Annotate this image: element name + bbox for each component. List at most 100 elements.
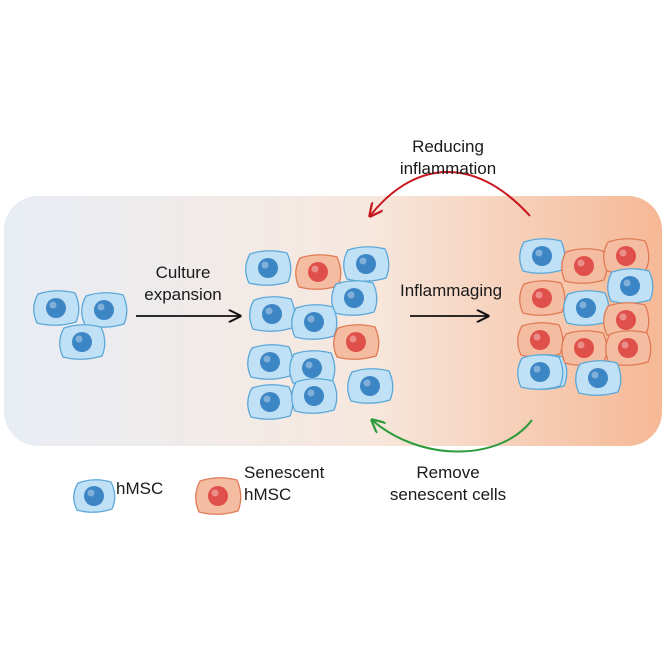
hmsc-nucleus [72, 332, 92, 352]
senescent-cell [603, 238, 650, 274]
group-inflammaging [517, 238, 654, 396]
hmsc-cell [347, 368, 394, 404]
nucleus-highlight [363, 379, 371, 387]
nucleus-highlight [261, 261, 269, 269]
senescent-nucleus [346, 332, 366, 352]
nucleus-highlight [347, 291, 355, 299]
reducing-label-line1: Reducing [412, 137, 484, 156]
senescent-cell [295, 254, 342, 290]
senescent-cell [603, 302, 650, 338]
senescent-nucleus [574, 338, 594, 358]
nucleus-highlight [265, 307, 273, 315]
inflammaging-label: Inflammaging [386, 280, 516, 302]
reducing-inflammation-arrow [370, 170, 531, 216]
hmsc-cell [291, 304, 338, 340]
inflammaging-label-text: Inflammaging [399, 281, 503, 300]
remove-senescent-label: Remove senescent cells [368, 462, 528, 506]
legend-senescent-label: Senescent hMSC [244, 462, 354, 506]
hmsc-cell [247, 344, 294, 380]
nucleus-highlight [577, 259, 585, 267]
legend-hmsc-cell-icon [73, 479, 116, 513]
nucleus-highlight [591, 371, 599, 379]
hmsc-nucleus [344, 288, 364, 308]
hmsc-nucleus [262, 304, 282, 324]
nucleus-highlight [621, 341, 629, 349]
reducing-inflammation-label: Reducing inflammation [378, 136, 518, 180]
culture-label-line2: expansion [144, 285, 222, 304]
hmsc-nucleus [258, 258, 278, 278]
group-expanded [245, 246, 394, 420]
senescent-nucleus [574, 256, 594, 276]
hmsc-nucleus [302, 358, 322, 378]
hmsc-cell [331, 280, 378, 316]
hmsc-cell [575, 360, 622, 396]
hmsc-nucleus [588, 368, 608, 388]
hmsc-nucleus [84, 486, 104, 506]
reducing-label-line2: inflammation [399, 159, 497, 178]
nucleus-highlight [307, 315, 315, 323]
legend-hmsc-label: hMSC [116, 478, 186, 500]
hmsc-nucleus [46, 298, 66, 318]
remove-label-line2: senescent cells [389, 485, 507, 504]
hmsc-nucleus [620, 276, 640, 296]
nucleus-highlight [623, 279, 631, 287]
nucleus-highlight [533, 365, 541, 373]
hmsc-nucleus [94, 300, 114, 320]
senescent-cell [333, 324, 380, 360]
hmsc-nucleus [576, 298, 596, 318]
nucleus-highlight [349, 335, 357, 343]
legend-hmsc-text: hMSC [116, 479, 164, 498]
nucleus-highlight [263, 355, 271, 363]
nucleus-highlight [535, 249, 543, 257]
senescent-nucleus [532, 288, 552, 308]
senescent-nucleus [618, 338, 638, 358]
hmsc-nucleus [360, 376, 380, 396]
nucleus-highlight [533, 333, 541, 341]
senescent-cell [561, 330, 608, 366]
hmsc-nucleus [530, 362, 550, 382]
senescent-nucleus [616, 246, 636, 266]
senescent-cell [517, 322, 564, 358]
senescent-cell [561, 248, 608, 284]
hmsc-cell [33, 290, 80, 326]
culture-expansion-label: Culture expansion [128, 262, 238, 306]
remove-senescent-arrow [372, 420, 533, 453]
hmsc-cell [247, 384, 294, 420]
hmsc-cell [563, 290, 610, 326]
hmsc-nucleus [260, 392, 280, 412]
nucleus-highlight [359, 257, 367, 265]
hmsc-nucleus [304, 312, 324, 332]
hmsc-nucleus [532, 246, 552, 266]
senescent-cell [519, 280, 566, 316]
nucleus-highlight [577, 341, 585, 349]
nucleus-highlight [75, 335, 83, 343]
nucleus-highlight [579, 301, 587, 309]
hmsc-cell [249, 296, 296, 332]
hmsc-cell [607, 268, 654, 304]
nucleus-highlight [97, 303, 105, 311]
remove-label-line1: Remove [416, 463, 480, 482]
culture-label-line1: Culture [155, 263, 211, 282]
hmsc-nucleus [304, 386, 324, 406]
nucleus-highlight [87, 489, 95, 497]
hmsc-cell [343, 246, 390, 282]
legend-senescent-line2: hMSC [244, 485, 292, 504]
senescent-nucleus [308, 262, 328, 282]
legend-senescent-line1: Senescent [244, 463, 325, 482]
hmsc-cell [291, 378, 338, 414]
nucleus-highlight [263, 395, 271, 403]
nucleus-highlight [311, 265, 319, 273]
nucleus-highlight [307, 389, 315, 397]
nucleus-highlight [535, 291, 543, 299]
nucleus-highlight [211, 489, 219, 497]
hmsc-cell [59, 324, 106, 360]
senescent-nucleus [530, 330, 550, 350]
nucleus-highlight [619, 249, 627, 257]
legend-senescent-cell-icon [195, 477, 242, 515]
nucleus-highlight [619, 313, 627, 321]
senescent-nucleus [616, 310, 636, 330]
senescent-cell [605, 330, 652, 366]
hmsc-cell [81, 292, 128, 328]
